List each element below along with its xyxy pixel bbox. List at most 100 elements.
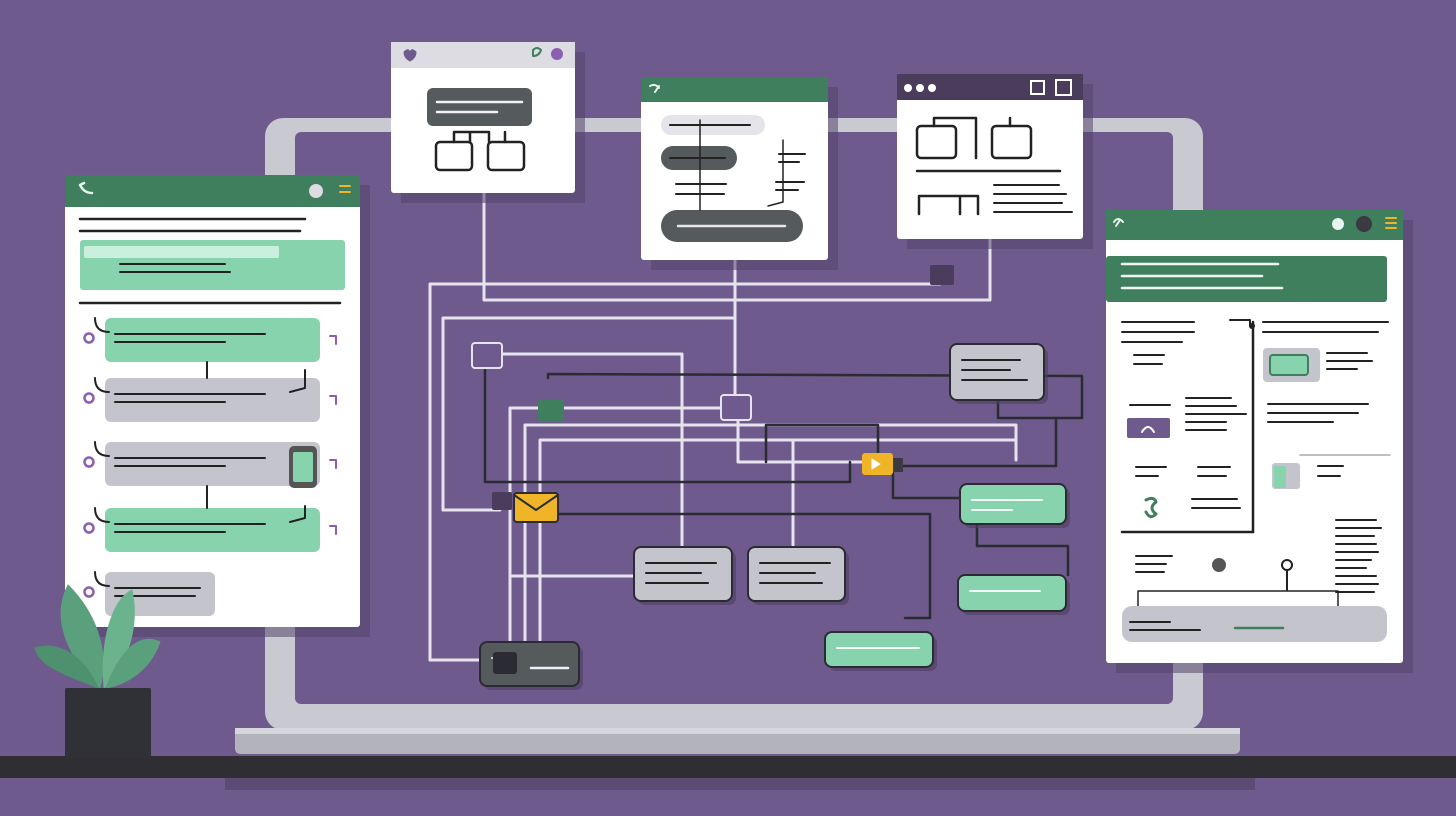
window-body bbox=[897, 74, 1083, 239]
connector-wire bbox=[556, 512, 932, 620]
tree-connector bbox=[452, 130, 507, 144]
card-highlight bbox=[84, 246, 279, 258]
joint-node bbox=[720, 394, 752, 421]
folder-icon bbox=[471, 342, 503, 369]
window-dots-icon bbox=[928, 84, 936, 92]
settings-icon bbox=[1212, 558, 1226, 572]
window-top-hierarchy bbox=[391, 42, 575, 193]
dashboard-banner bbox=[1106, 256, 1387, 302]
process-node bbox=[633, 546, 736, 605]
list-item bbox=[105, 378, 320, 422]
popout-icon bbox=[1055, 79, 1072, 96]
desk-shadow bbox=[225, 778, 1255, 790]
action-node bbox=[959, 483, 1070, 528]
radio-icon bbox=[83, 392, 95, 404]
thread-line bbox=[94, 507, 110, 523]
laptop-base bbox=[235, 728, 1240, 754]
chip-fill bbox=[1274, 466, 1286, 488]
user-icon bbox=[551, 48, 563, 60]
node-body bbox=[957, 574, 1067, 612]
mail-icon bbox=[513, 492, 559, 523]
plant-leaf bbox=[105, 638, 161, 689]
plant-leaf bbox=[34, 645, 99, 689]
thread-line bbox=[289, 505, 306, 523]
plant-pot bbox=[65, 688, 151, 758]
connector-wire bbox=[482, 188, 992, 302]
thumbnail-image bbox=[1269, 354, 1309, 376]
connector-wire bbox=[891, 468, 962, 500]
node-dot bbox=[1249, 323, 1255, 329]
radio-icon bbox=[83, 522, 95, 534]
window-dots-icon bbox=[904, 84, 912, 92]
leaf-icon bbox=[532, 47, 542, 57]
process-node bbox=[747, 546, 849, 605]
list-item bbox=[105, 508, 320, 552]
maximize-icon bbox=[1030, 80, 1045, 95]
window-header bbox=[1106, 210, 1403, 240]
thread-line bbox=[94, 377, 110, 393]
heart-icon bbox=[403, 49, 417, 62]
thread-line bbox=[94, 317, 110, 333]
title-node bbox=[427, 88, 532, 126]
block-node bbox=[915, 124, 958, 160]
footer-bar bbox=[1122, 606, 1387, 642]
block-node bbox=[990, 124, 1033, 160]
radio-icon bbox=[83, 332, 95, 344]
connector-wire bbox=[441, 316, 737, 512]
reply-icon bbox=[329, 525, 337, 535]
connector-wire bbox=[538, 438, 1018, 642]
layout-frame bbox=[917, 194, 980, 216]
node-body bbox=[949, 343, 1045, 401]
reply-icon bbox=[329, 459, 337, 469]
output-icon bbox=[493, 652, 517, 674]
leaf-s-icon bbox=[1144, 496, 1158, 519]
avatar bbox=[309, 184, 323, 198]
joint-node bbox=[538, 400, 564, 422]
action-node bbox=[957, 574, 1070, 615]
reply-icon bbox=[329, 335, 337, 345]
list-item bbox=[105, 442, 320, 486]
window-right-dashboard bbox=[1106, 210, 1403, 663]
window-header bbox=[897, 74, 1083, 100]
node-body bbox=[959, 483, 1067, 525]
tag-glyph bbox=[1141, 426, 1155, 433]
thread-line bbox=[94, 571, 110, 587]
thread-line bbox=[699, 119, 784, 211]
connector-wire bbox=[975, 523, 1070, 577]
leaf-icon bbox=[649, 83, 660, 93]
window-top-form bbox=[641, 77, 828, 260]
tag-cap bbox=[893, 458, 903, 472]
connector-wire bbox=[891, 418, 1058, 468]
thread-line bbox=[94, 441, 110, 457]
action-node bbox=[824, 631, 937, 671]
mail-flap bbox=[513, 494, 559, 511]
joint-node bbox=[930, 265, 954, 285]
leaf-icon bbox=[1113, 218, 1124, 227]
process-node bbox=[949, 343, 1048, 404]
window-header bbox=[641, 77, 828, 102]
window-top-layout bbox=[897, 74, 1083, 239]
window-dots-icon bbox=[916, 84, 924, 92]
radio-icon bbox=[83, 456, 95, 468]
node-body bbox=[824, 631, 934, 668]
thread-line bbox=[289, 369, 306, 393]
laptop-base-highlight bbox=[235, 728, 1240, 734]
joint-node bbox=[492, 492, 512, 510]
window-header bbox=[391, 42, 575, 68]
connector-wire bbox=[546, 372, 1084, 420]
phone-icon bbox=[78, 181, 94, 195]
connector-wire bbox=[508, 406, 722, 642]
tree-connector bbox=[932, 116, 1012, 160]
window-left-chat bbox=[65, 175, 360, 627]
child-node bbox=[486, 140, 526, 172]
connector-wire bbox=[736, 418, 864, 464]
tag-arrow bbox=[871, 458, 881, 470]
toggle-icon bbox=[1332, 218, 1344, 230]
connector-wire bbox=[764, 423, 880, 464]
connector-wire bbox=[483, 368, 852, 484]
reply-icon bbox=[329, 395, 337, 405]
list-item bbox=[105, 318, 320, 362]
radio-icon bbox=[83, 586, 95, 598]
